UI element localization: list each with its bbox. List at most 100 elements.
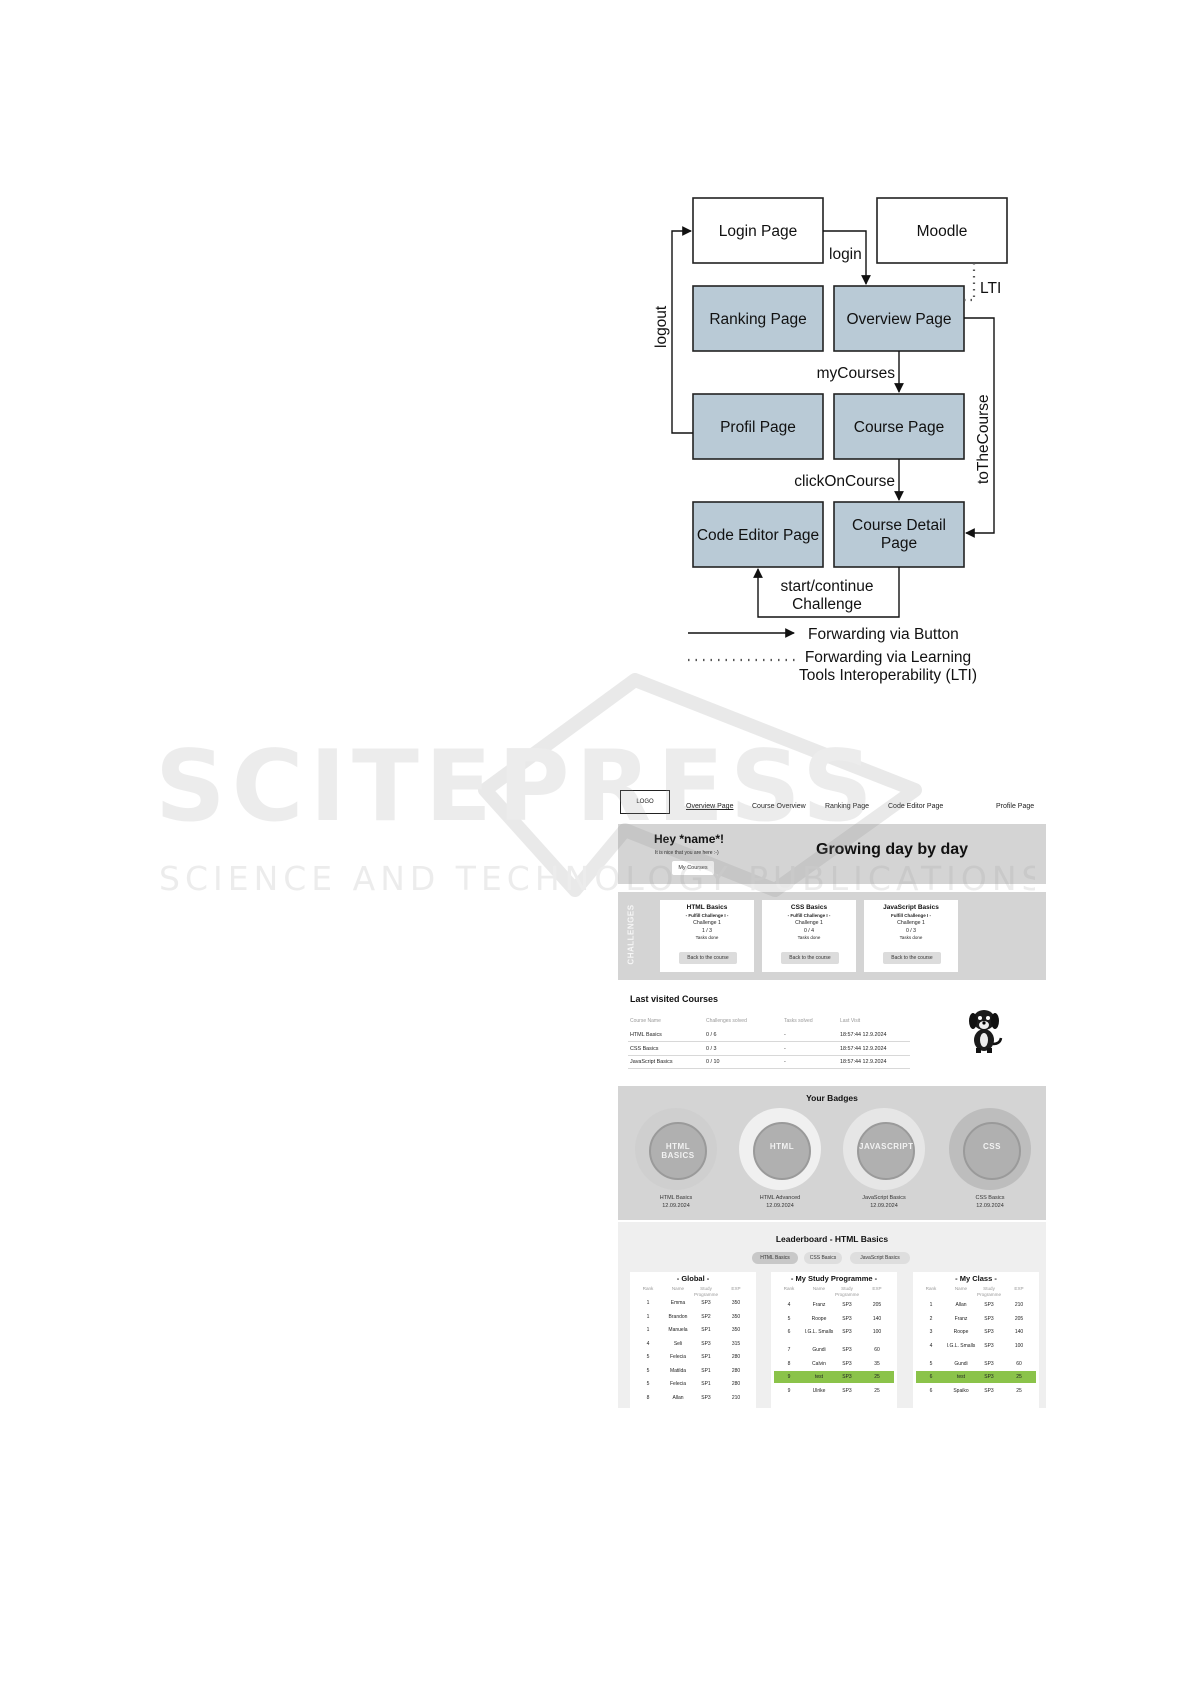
hero-subtitle: It is nice that you are here :-) [655, 850, 719, 856]
legend-lti-label-line2: Tools Interoperability (LTI) [799, 667, 977, 684]
leaderboard-header-cell: Name [671, 1286, 685, 1291]
badge-date: 12.09.2024 [976, 1203, 1004, 1209]
leaderboard-cell: 9 [787, 1387, 791, 1394]
logo-box[interactable]: LOGO [620, 790, 670, 814]
leaderboard-cell: 60 [874, 1347, 880, 1353]
leaderboard-cell: 9 [787, 1374, 791, 1380]
leaderboard-cell: 280 [731, 1354, 741, 1360]
tothecourse-edge [964, 317, 995, 538]
course-page-node [833, 393, 965, 460]
login-edge-label: login [829, 246, 862, 263]
nav-course-overview[interactable]: Course Overview [752, 803, 806, 810]
challenge-tasks-done: Tasks done [695, 935, 719, 940]
badge-inner: HTML BASICS [649, 1122, 707, 1180]
logo-text: LOGO [636, 799, 654, 805]
leaderboard-cell: Gundi [812, 1347, 826, 1353]
badge-name: CSS Basics [975, 1195, 1005, 1201]
leaderboard-tab[interactable]: CSS Basics [804, 1252, 842, 1264]
badge-emblem-text: HTML [769, 1142, 795, 1151]
leaderboard-cell: 35 [874, 1360, 880, 1367]
dog-mascot-icon [969, 1010, 1003, 1053]
table-header-cell: Course Name [630, 1018, 661, 1024]
leaderboard-panel-title: - Global - [676, 1274, 710, 1283]
leaderboard-cell: Spaiko [953, 1387, 969, 1394]
leaderboard-cell: 350 [731, 1327, 741, 1333]
leaderboard-cell: SP3 [984, 1387, 994, 1394]
leaderboard-cell: 1 [646, 1300, 650, 1306]
leaderboard-cell: SP3 [842, 1315, 852, 1322]
challenge-count: 1 / 3 [701, 928, 713, 934]
leaderboard-cell: 205 [872, 1302, 882, 1308]
leaderboard-cell: SP3 [842, 1360, 852, 1367]
logout-edge-label: logout [653, 305, 670, 348]
leaderboard-cell: SP3 [842, 1387, 852, 1394]
leaderboard-cell: 5 [646, 1381, 650, 1387]
html-basics-badge-icon: HTML BASICS [635, 1108, 717, 1190]
table-cell: - [784, 1059, 786, 1065]
badge-date: 12.09.2024 [870, 1203, 898, 1209]
start-challenge-label-line2: Challenge [792, 596, 862, 613]
leaderboard-cell: SP1 [701, 1367, 711, 1374]
legend-button-label: Forwarding via Button [808, 626, 959, 643]
leaderboard-tab[interactable]: JavaScript Basics [850, 1252, 910, 1264]
leaderboard-cell: test [814, 1374, 824, 1380]
badge-inner: JAVASCRIPT [857, 1122, 915, 1180]
back-to-course-button[interactable]: Back to the course [883, 952, 941, 964]
nav-overview-page[interactable]: Overview Page [686, 803, 734, 810]
legend-lti-label-line1: Forwarding via Learning [805, 649, 971, 666]
challenge-card: HTML Basics- Fulfill Challenge I -Challe… [660, 900, 754, 972]
start-challenge-label-line1: start/continue [780, 578, 873, 595]
leaderboard-cell: Roope [953, 1329, 969, 1335]
ranking-page-label: Ranking Page [709, 311, 806, 328]
back-to-course-button[interactable]: Back to the course [679, 952, 737, 964]
table-cell: - [784, 1032, 786, 1038]
leaderboard-header-cell: Study Programme [835, 1286, 859, 1297]
challenge-name: Challenge 1 [693, 920, 721, 926]
leaderboard-tab[interactable]: HTML Basics [752, 1252, 798, 1264]
challenge-subtitle: Fulfill Challenge I - [890, 913, 931, 918]
back-to-course-button[interactable]: Back to the course [781, 952, 839, 964]
leaderboard-cell: I.G.L. Smalls [804, 1329, 834, 1335]
badge-date: 12.09.2024 [766, 1203, 794, 1209]
leaderboard-cell: 315 [731, 1340, 741, 1347]
nav-code-editor-page[interactable]: Code Editor Page [888, 803, 944, 810]
table-cell: 18:57:44 12.9.2024 [840, 1045, 887, 1052]
my-courses-button[interactable]: My Courses [672, 861, 714, 875]
nav-profile-page[interactable]: Profile Page [996, 803, 1035, 810]
leaderboard-cell: 100 [872, 1329, 882, 1335]
badge-name: HTML Basics [659, 1195, 693, 1201]
leaderboard-cell: Emma [670, 1300, 686, 1306]
table-cell: 18:57:44 12.9.2024 [840, 1059, 887, 1065]
leaderboard-cell: SP3 [842, 1329, 852, 1335]
profil-page-node [692, 393, 824, 460]
leaderboard-cell: SP3 [984, 1329, 994, 1335]
leaderboard-cell: Ulrike [812, 1387, 826, 1394]
leaderboard-cell: 5 [929, 1360, 933, 1367]
leaderboard-cell: SP3 [984, 1360, 994, 1367]
leaderboard-cell: 210 [731, 1394, 741, 1401]
login-edge [823, 230, 871, 285]
lti-edge-label: LTI [980, 280, 1001, 297]
nav-ranking-page[interactable]: Ranking Page [825, 803, 869, 810]
leaderboard-header-cell: EXP [1014, 1286, 1024, 1291]
leaderboard-cell: 1 [646, 1327, 650, 1333]
leaderboard-cell: 8 [787, 1360, 791, 1367]
badge-inner: HTML [753, 1122, 811, 1180]
overview-page-mockup: LOGO Overview Page Course Overview Ranki… [618, 788, 1046, 1408]
leaderboard-cell: Calvin [812, 1360, 826, 1367]
table-row-divider [628, 1068, 910, 1069]
table-row-divider [628, 1054, 910, 1056]
leaderboard-cell: 25 [1016, 1374, 1022, 1380]
leaderboard-title: Leaderboard - HTML Basics [775, 1234, 889, 1244]
code-editor-page-label: Code Editor Page [697, 527, 819, 544]
leaderboard-cell: 25 [874, 1387, 880, 1394]
leaderboard-cell: 100 [1014, 1342, 1024, 1349]
highlighted-row [916, 1371, 1036, 1383]
mycourses-edge-label: myCourses [817, 365, 896, 382]
badge-name: HTML Advanced [759, 1195, 801, 1201]
table-cell: HTML Basics [630, 1032, 662, 1038]
leaderboard-cell: 1 [646, 1313, 650, 1320]
table-cell: - [784, 1045, 786, 1052]
